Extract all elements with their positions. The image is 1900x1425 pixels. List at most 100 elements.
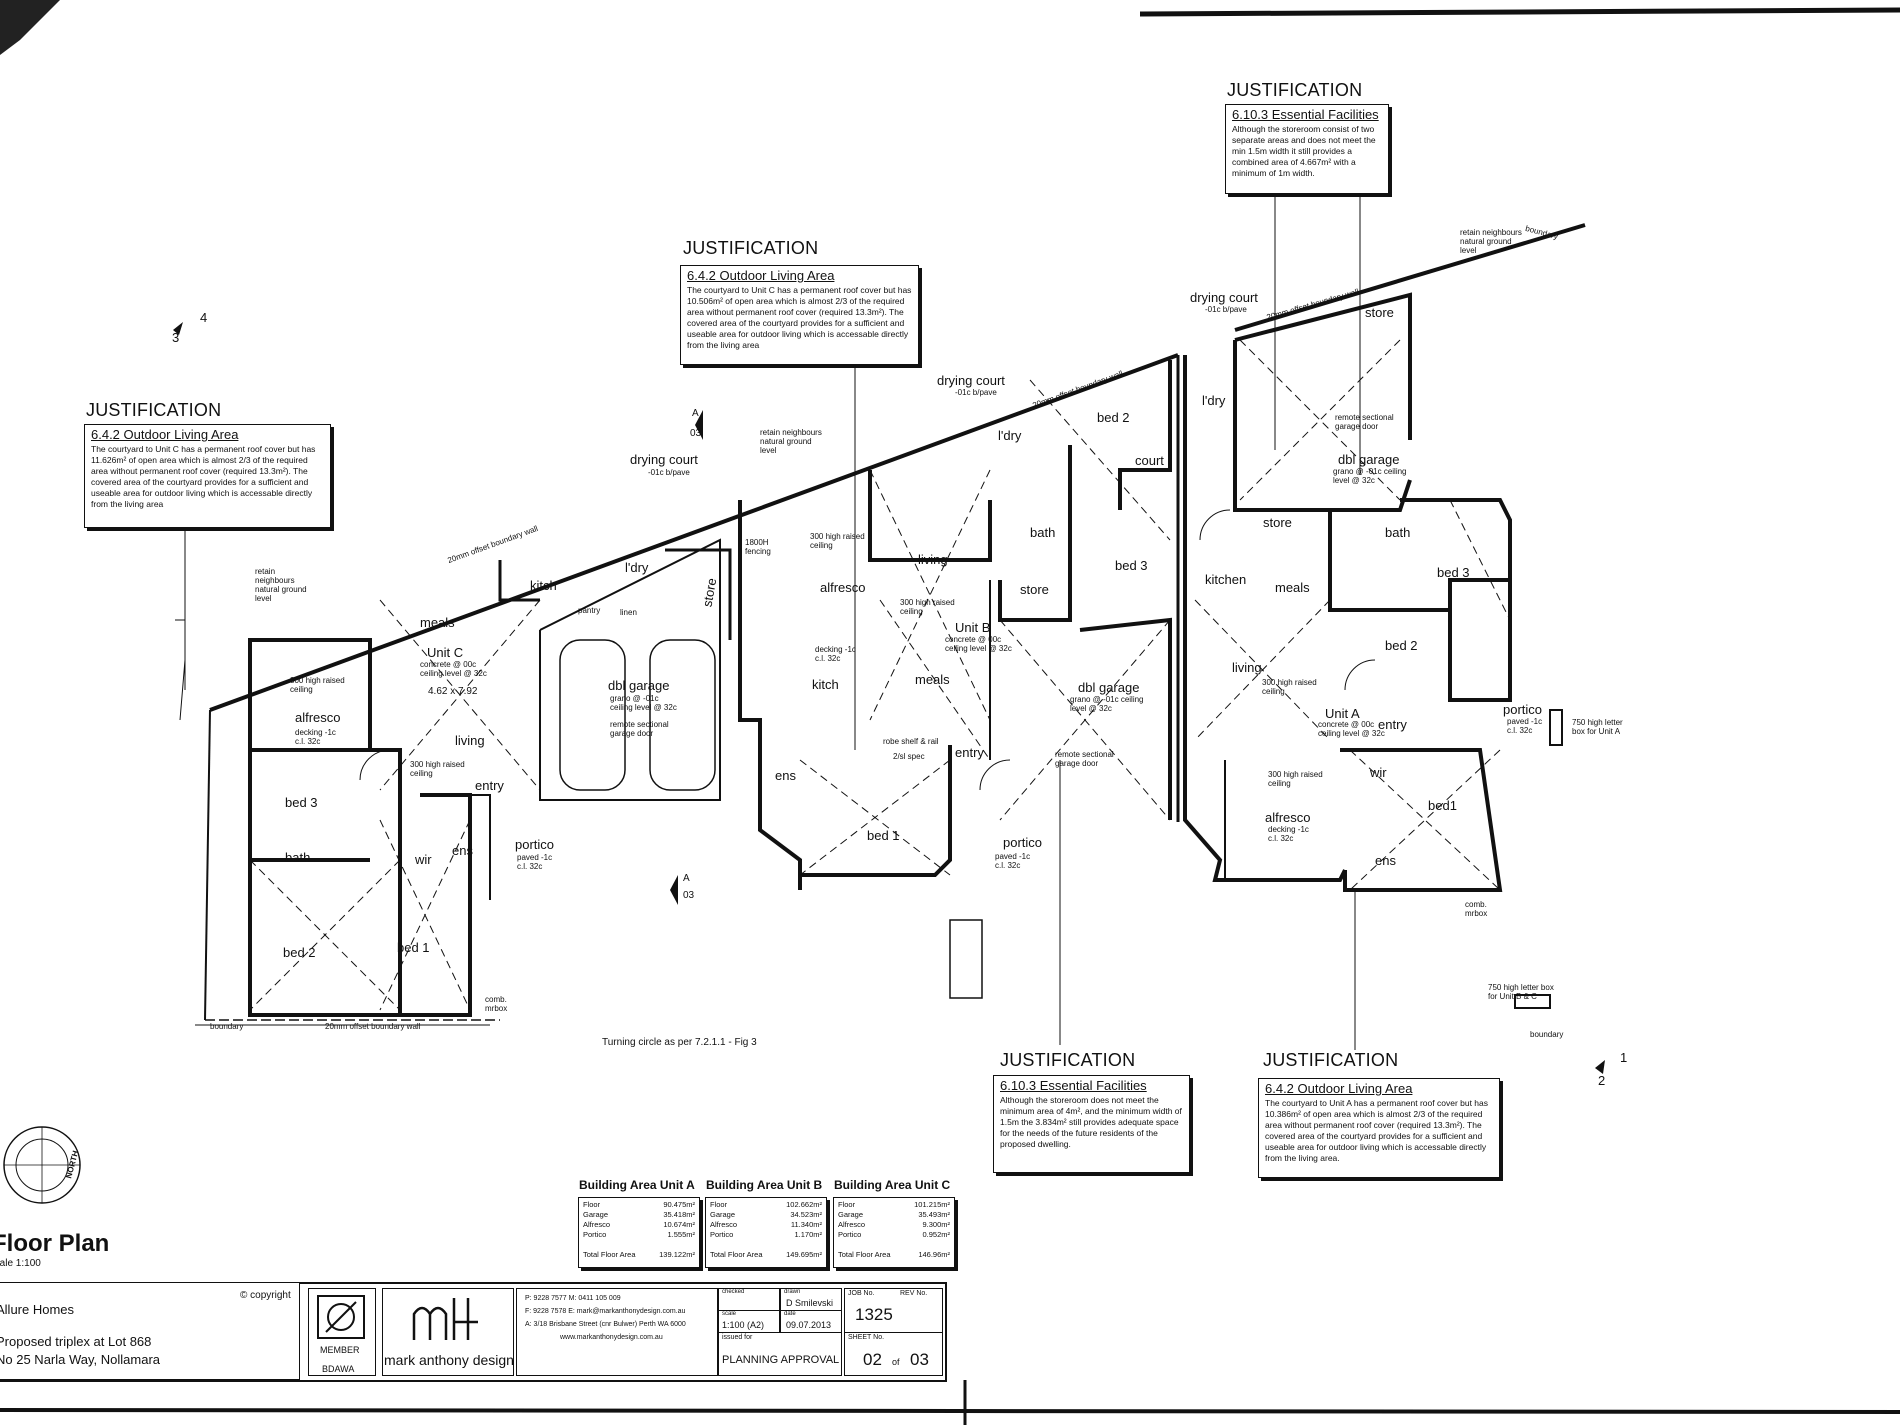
area-title: Building Area Unit B [706,1178,823,1192]
room-label: meals [1275,580,1310,595]
justification-box-essential-bottom: 6.10.3 Essential Facilities Although the… [993,1075,1190,1173]
leader-lines [184,195,1361,1050]
retain-note: retain neighbours natural ground level [255,567,307,603]
sheet-of: of [892,1357,900,1367]
elevation-marker-3: 3 [172,330,180,345]
area-title: Building Area Unit A [579,1178,695,1192]
room-label: bed 3 [285,795,318,810]
drying-court-sub: -01c b/pave [648,468,690,477]
firm-name: mark anthony design [384,1352,514,1368]
room-label: store [1020,582,1049,597]
north-compass [3,1126,81,1204]
contact-phone: P: 9228 7577 M: 0411 105 009 [525,1295,621,1302]
garage-door-note: remote sectional garage door [1335,413,1394,431]
unit-b-spec: concrete @ 00c ceiling level @ 32c [945,635,1012,653]
checked-label: checked [722,1289,745,1295]
scan-corner-mark [0,0,60,55]
justification-heading-unit-c-center: JUSTIFICATION [683,238,819,258]
checked-cell [718,1288,780,1312]
room-label: portico [515,837,555,852]
elevation-marker-4: 4 [200,310,208,325]
date-label: date [784,1311,796,1317]
justification-body: The courtyard to Unit C has a permanent … [687,285,912,350]
room-label: dbl garage [608,678,670,693]
justification-box-unit-a: 6.4.2 Outdoor Living Area The courtyard … [1258,1078,1500,1178]
raised-ceiling-note: 300 high raised ceiling [410,760,465,778]
room-label: dbl garage [1338,452,1400,467]
justification-body: The courtyard to Unit A has a permanent … [1265,1098,1489,1163]
room-label: kitchen [1205,572,1247,587]
date-cell [780,1310,842,1334]
justification-heading-unit-a: JUSTIFICATION [1263,1050,1399,1070]
decking-note: decking -1c c.l. 32c [1268,825,1309,843]
unit-a-diagonals [1194,339,1511,891]
comb-mrbox-note: comb. mrbox [1465,900,1488,918]
letterbox-unit-a [1549,709,1563,746]
scale-cell [718,1310,780,1334]
raised-ceiling-note: 300 high raised ceiling [1262,678,1317,696]
room-label: bath [1385,525,1411,540]
raised-ceiling-note: 300 high raised ceiling [1268,770,1323,788]
sheet-total: 03 [910,1350,929,1369]
unit-a-label: Unit A [1325,706,1360,721]
justification-clause: 6.4.2 Outdoor Living Area [1265,1081,1413,1096]
raised-ceiling-note: 300 high raised ceiling [290,676,345,694]
room-label: ens [452,843,473,858]
portico-spec: paved -1c c.l. 32c [1507,717,1543,735]
decking-note: decking -1c c.l. 32c [815,645,856,663]
unit-b-diagonals [799,379,1171,876]
contact-web: www.markanthonydesign.com.au [560,1334,663,1341]
elevation-marker-2: 2 [1598,1073,1606,1088]
room-label: dbl garage [1078,680,1140,695]
room-label: l'dry [1202,393,1226,408]
portico-spec: paved -1c c.l. 32c [517,853,553,871]
retain-note: retain neighbours natural ground level [760,428,822,455]
justification-body: Although the storeroom does not meet the… [1000,1095,1182,1149]
justification-clause: 6.4.2 Outdoor Living Area [687,268,835,283]
unit-a-walls [1183,292,1512,892]
justification-clause: 6.10.3 Essential Facilities [1000,1078,1147,1093]
section-markers [173,322,1605,1074]
job-label: JOB No. [848,1290,875,1297]
spec-note: 2/sl spec [893,752,925,761]
scale-label: scale [722,1311,737,1317]
contact-address: A: 3/18 Brisbane Street (cnr Bulwer) Per… [525,1321,686,1328]
sheet-label: SHEET No. [848,1334,885,1341]
issued-cell [718,1332,842,1376]
section-marker-a2-sheet: 03 [683,890,695,901]
justification-box-unit-c-center: 6.4.2 Outdoor Living Area The courtyard … [680,265,919,365]
sheet-cell [844,1332,943,1376]
drawn-label: drawn [784,1289,801,1295]
contact-fax-email: F: 9228 7578 E: mark@markanthonydesign.c… [525,1308,686,1315]
unit-c-spec: concrete @ 00c ceiling level @ 32c [420,660,487,678]
bdawa-label: BDAWA [322,1364,355,1374]
unit-c-dimension: 4.62 x 7.92 [428,686,478,697]
room-label: linen [620,608,637,617]
firm-logo-icon [412,1298,478,1340]
room-label: ens [1375,853,1396,868]
issued-value: PLANNING APPROVAL [722,1354,840,1366]
drying-court-sub: -01c b/pave [1205,305,1247,314]
room-label: kitch [530,578,557,593]
firm-logo-cell [382,1288,514,1376]
room-label: living [455,733,485,748]
justification-box-unit-c-left: 6.4.2 Outdoor Living Area The courtyard … [84,424,331,528]
sheet-bottom-edge [0,1408,1900,1414]
section-marker-a2-label: A [683,873,690,884]
room-label: bath [285,850,311,865]
room-label: bed 2 [283,945,316,960]
justification-clause: 6.4.2 Outdoor Living Area [91,427,239,442]
turning-circle-note: Turning circle as per 7.2.1.1 - Fig 3 [602,1037,757,1048]
project-line-2: No 25 Narla Way, Nollamara [0,1352,160,1367]
